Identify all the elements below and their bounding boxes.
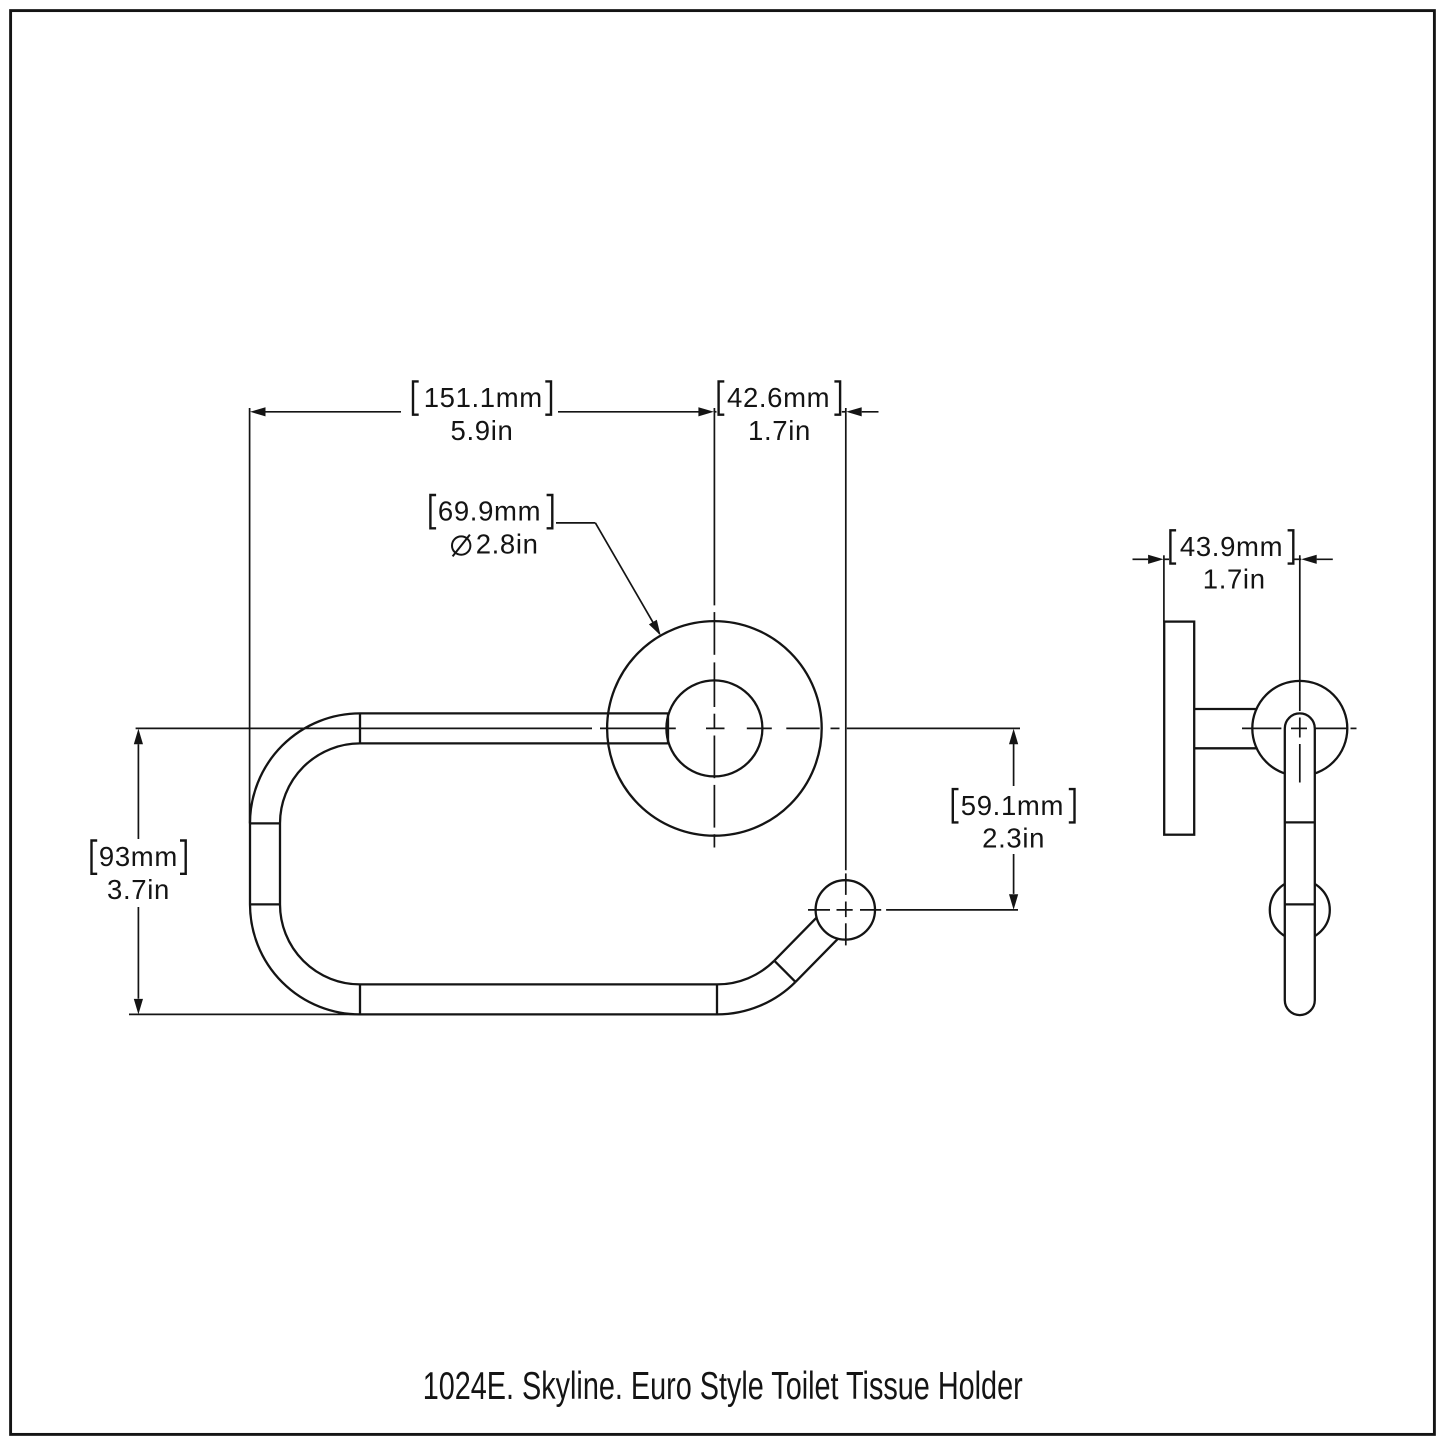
svg-text:1.7in: 1.7in: [1203, 564, 1266, 595]
svg-text:2.8in: 2.8in: [476, 528, 539, 559]
svg-text:2.3in: 2.3in: [982, 823, 1045, 854]
svg-text:93mm: 93mm: [99, 841, 178, 872]
svg-text:3.7in: 3.7in: [107, 874, 170, 905]
svg-text:151.1mm: 151.1mm: [424, 382, 543, 413]
svg-text:5.9in: 5.9in: [451, 415, 514, 446]
svg-text:69.9mm: 69.9mm: [438, 496, 541, 527]
svg-text:59.1mm: 59.1mm: [961, 790, 1064, 821]
svg-text:1.7in: 1.7in: [748, 415, 811, 446]
svg-text:1024E. Skyline. Euro Style Toi: 1024E. Skyline. Euro Style Toilet Tissue…: [423, 1365, 1023, 1408]
svg-text:43.9mm: 43.9mm: [1180, 531, 1283, 562]
svg-text:42.6mm: 42.6mm: [727, 382, 830, 413]
